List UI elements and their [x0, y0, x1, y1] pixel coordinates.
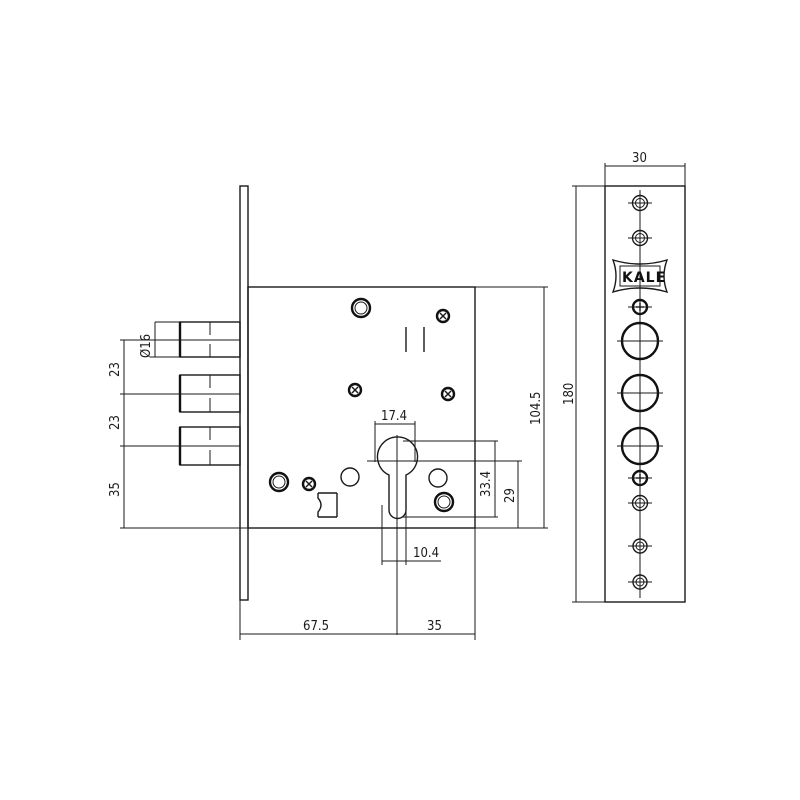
lock-body: [178, 185, 476, 601]
dim-bolt-diameter: Ø16: [139, 334, 154, 358]
dimensions-cylinder: 17.4 33.4 29 10.4: [367, 409, 522, 635]
screw-icon: [440, 386, 456, 402]
bolt-hole-icon: [617, 426, 663, 466]
screw-icon: [628, 469, 652, 487]
dim-cylinder-lower-width: 10.4: [413, 546, 439, 561]
screw-icon: [435, 308, 451, 324]
screw-icon: [301, 476, 317, 492]
screw-icon: [347, 382, 363, 398]
bolt-middle: [178, 374, 241, 413]
case-hole: [428, 468, 448, 488]
dimensions-left: Ø16 23 23 35: [108, 321, 248, 529]
follower-notch: [317, 492, 338, 518]
screw-hole-icon: [628, 538, 652, 554]
dim-strike-plate-width: 30: [632, 151, 647, 166]
dim-bolt-spacing-2: 23: [108, 415, 123, 430]
dim-backset: 67.5: [303, 619, 329, 634]
dim-case-height: 104.5: [529, 392, 544, 425]
screw-hole-icon: [628, 574, 652, 590]
dim-cylinder-to-case-edge: 35: [427, 619, 442, 634]
dim-cylinder-height: 33.4: [479, 471, 494, 497]
case-ring-hole-top: [350, 297, 372, 319]
strike-plate-outline: [604, 185, 686, 603]
screw-hole-icon: [628, 494, 652, 512]
bolt-hole-icon: [617, 321, 663, 361]
case-hole: [340, 467, 360, 487]
cylinder-cutout: [376, 436, 419, 520]
case-ring-hole-bottom-right: [433, 491, 455, 513]
dimensions-bottom: 67.5 35: [239, 528, 476, 640]
screw-hole-icon: [628, 229, 652, 247]
dim-cylinder-width: 17.4: [381, 409, 407, 424]
bolt-top: [178, 321, 241, 358]
dim-cylinder-center-offset: 29: [503, 488, 518, 503]
screw-hole-icon: [628, 194, 652, 212]
bolt-hole-icon: [617, 373, 663, 413]
screw-icon: [628, 298, 652, 316]
dim-bolt-to-cylinder: 35: [108, 482, 123, 497]
strike-plate: 30 180 KALE: [562, 151, 686, 603]
kale-logo: KALE: [611, 258, 669, 294]
dim-strike-plate-height: 180: [562, 383, 577, 405]
dimension-case-height: 104.5: [475, 286, 548, 529]
lock-case: [247, 286, 476, 529]
faceplate: [239, 185, 249, 601]
dim-bolt-spacing-1: 23: [108, 362, 123, 377]
bolt-bottom: [178, 426, 241, 466]
case-ring-hole-bottom-left: [268, 471, 290, 493]
svg-text:KALE: KALE: [622, 270, 666, 286]
